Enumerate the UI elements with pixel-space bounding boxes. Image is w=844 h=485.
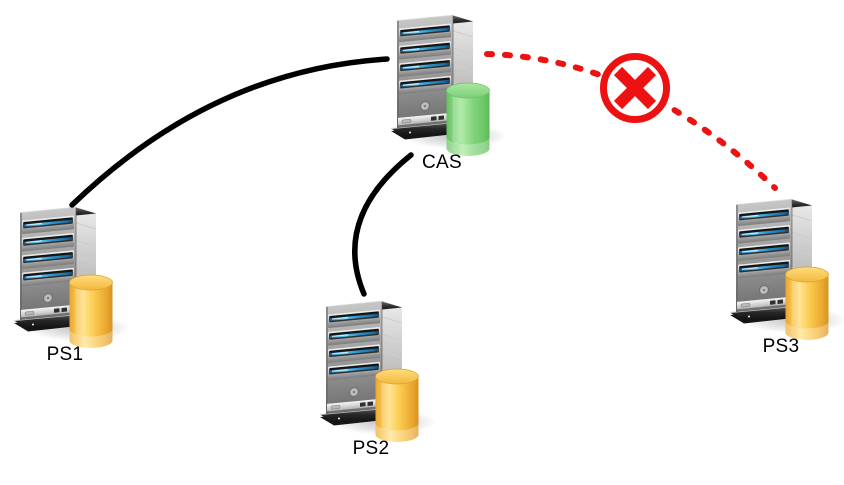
connection-cas-ps3 (484, 51, 778, 191)
node-label-cas: CAS (422, 152, 462, 173)
error-x-stroke (613, 66, 657, 110)
database-icon (446, 82, 490, 157)
server-node-cas: CAS (389, 2, 508, 177)
node-label-ps2: PS2 (352, 438, 390, 459)
database-icon (375, 368, 419, 443)
error-circle (600, 53, 670, 123)
database-icon (69, 274, 113, 349)
server-node-ps2: PS2 (318, 288, 437, 463)
error-x-icon (600, 53, 670, 123)
server-node-ps1: PS1 (12, 194, 131, 369)
node-label-ps1: PS1 (46, 344, 84, 365)
server-node-ps3: PS3 (728, 186, 844, 361)
node-label-ps3: PS3 (762, 336, 800, 357)
database-icon (785, 266, 829, 341)
error-x-stroke (613, 66, 657, 110)
connection-ps1-cas (69, 56, 390, 208)
